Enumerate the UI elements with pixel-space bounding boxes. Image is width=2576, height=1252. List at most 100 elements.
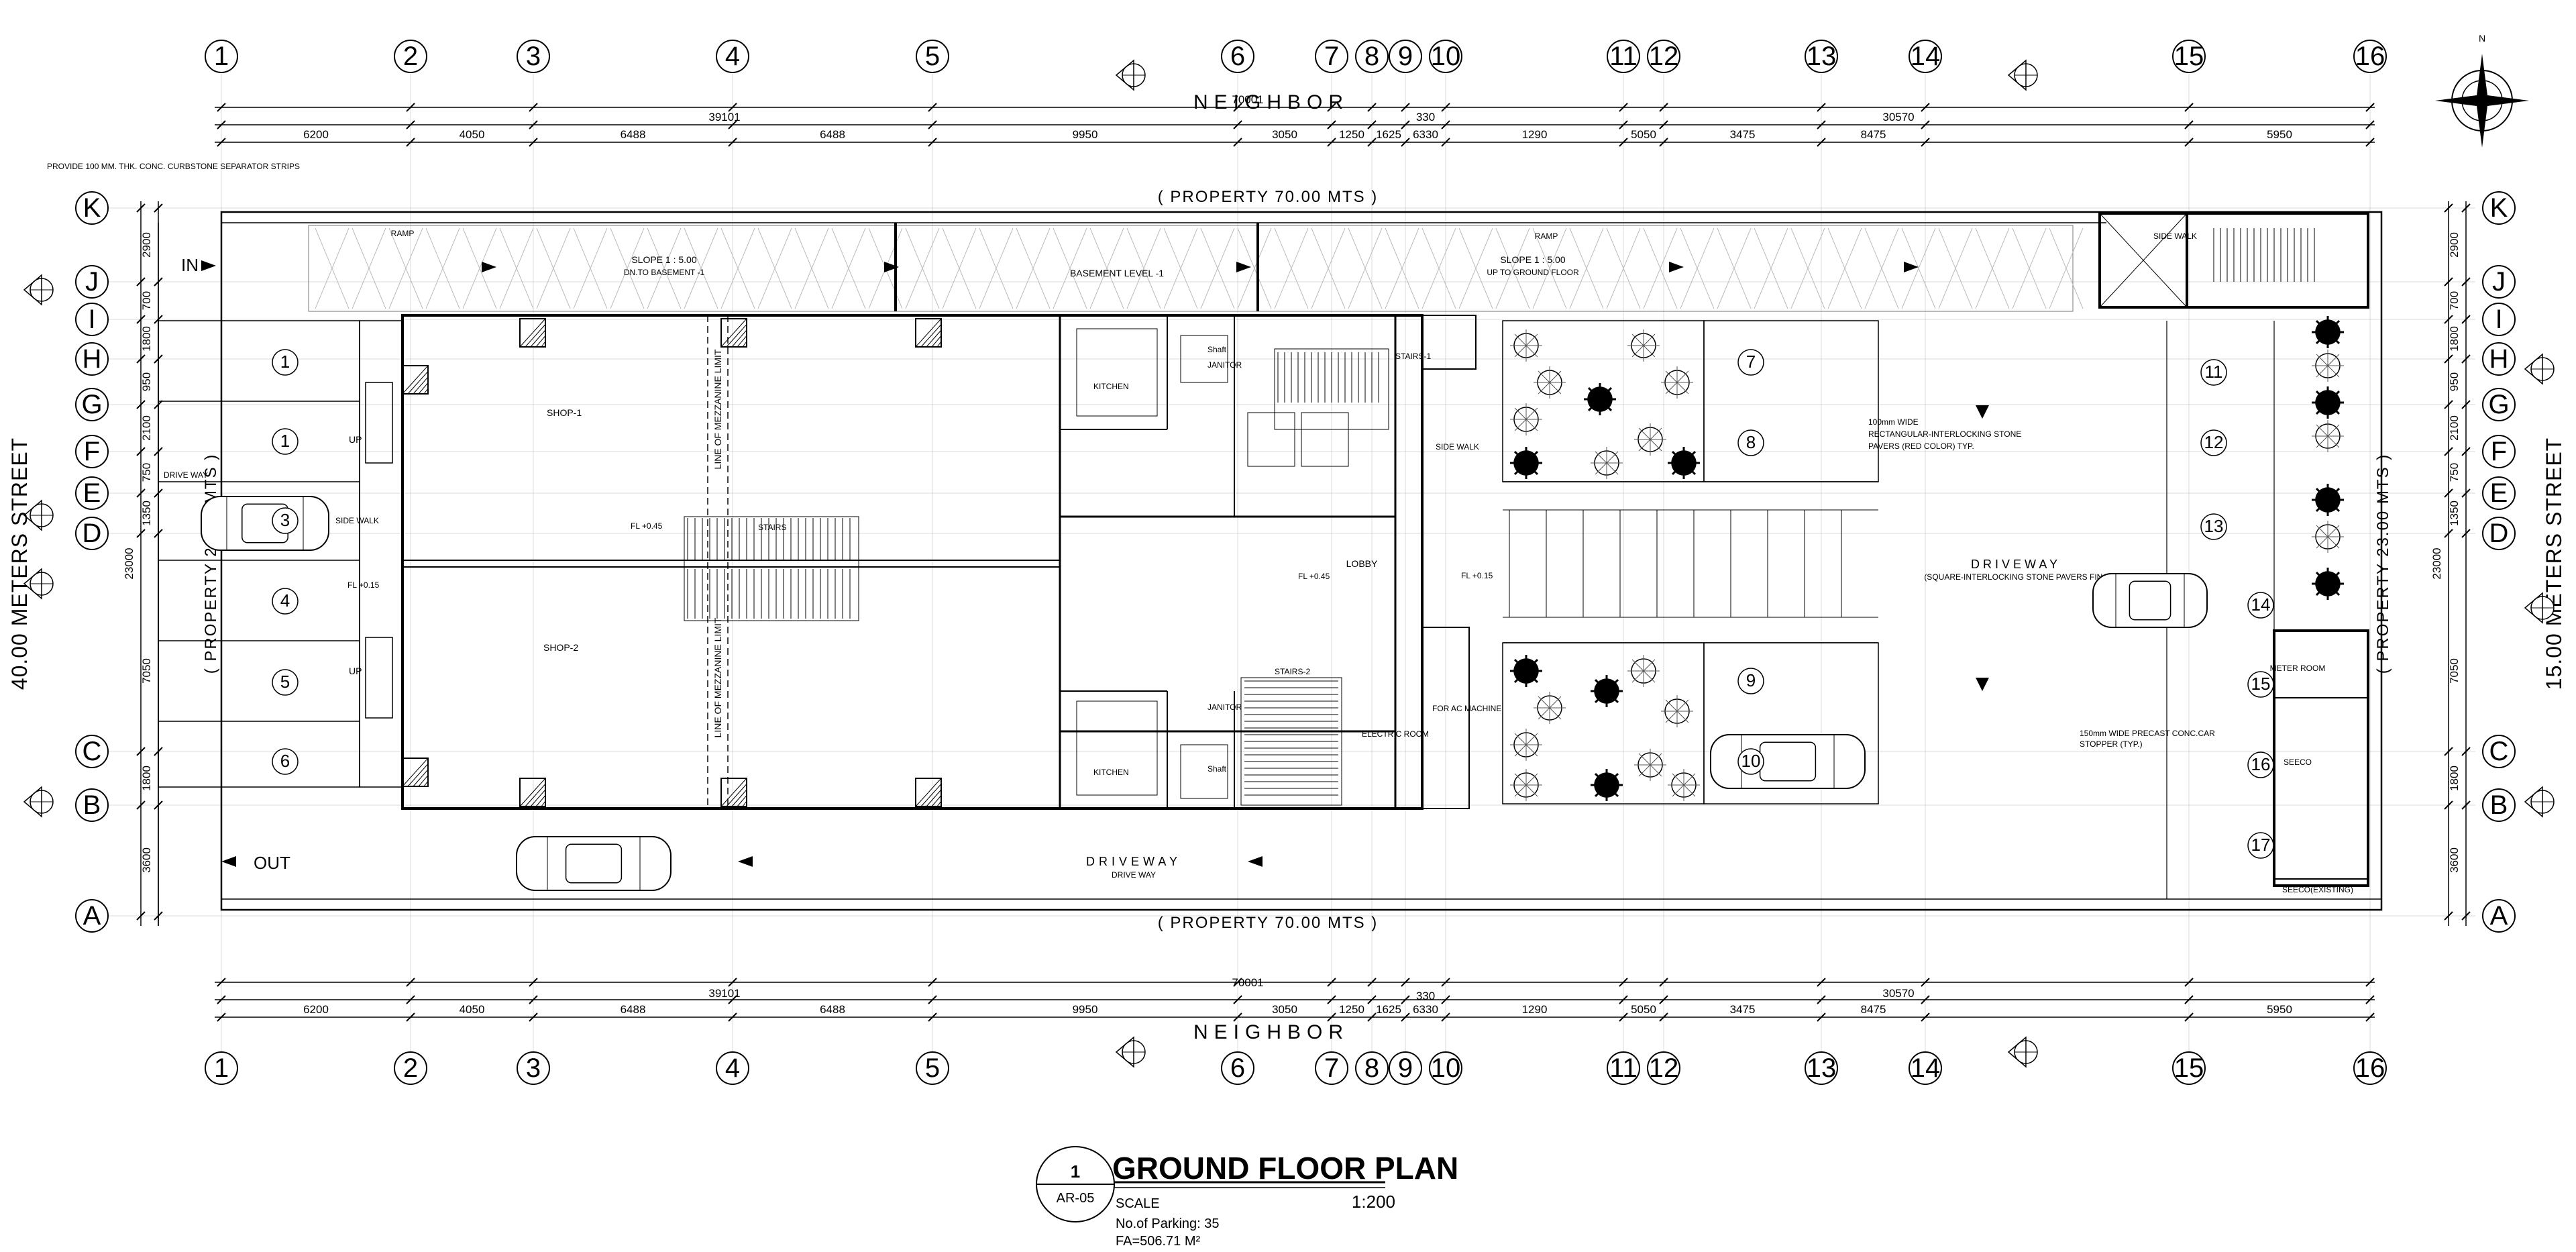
bay-dimension: 1290 (1522, 1003, 1548, 1016)
svg-text:I: I (88, 305, 95, 334)
bay-dimension: 3475 (1730, 1003, 1756, 1016)
bay-dimension: 1290 (1522, 128, 1548, 141)
column-symbol (720, 778, 747, 807)
svg-text:8: 8 (1746, 432, 1756, 452)
street-label-right: 15.00 METERS STREET (2542, 437, 2566, 690)
svg-text:1: 1 (280, 431, 290, 451)
parking-number: 1 (272, 349, 299, 376)
mezzanine-label-bottom: LINE OF MEZZANINE LIMIT (712, 617, 723, 737)
slope-right-sub: UP TO GROUND FLOOR (1487, 268, 1579, 277)
parking-number: 9 (1737, 668, 1764, 694)
grid-bubble: I (75, 303, 109, 336)
bay-dimension: 4050 (460, 1003, 485, 1016)
seeco-existing-label: SEECO(EXISTING) (2282, 885, 2353, 894)
grid-bubble: 7 (1315, 1051, 1348, 1085)
right-total-dimension-top: 30570 (1882, 111, 1914, 123)
car-icon (2092, 573, 2208, 628)
grid-bubble: 13 (1805, 1051, 1838, 1085)
level-label-1: FL +0.45 (631, 521, 663, 531)
svg-text:14: 14 (1911, 42, 1941, 71)
svg-text:16: 16 (2355, 1053, 2385, 1083)
side-walk-label-right: SIDE WALK (2153, 231, 2197, 241)
row-dimension: 23000 (2430, 547, 2443, 579)
grid-bubble: 14 (1909, 40, 1942, 73)
traffic-arrows (201, 260, 1989, 867)
ramp-label-right: RAMP (1535, 231, 1558, 241)
driveway-right-label: DRIVEWAY (1971, 558, 2061, 571)
grid-bubble: H (2482, 342, 2516, 376)
side-walk-label-left: SIDE WALK (335, 516, 379, 525)
svg-text:8: 8 (1364, 1053, 1379, 1083)
sheet-number: 1 (1071, 1161, 1080, 1182)
section-marker-icon (2007, 1036, 2038, 1068)
tree-icon (1534, 366, 1566, 399)
tree-icon (2312, 316, 2344, 348)
section-marker-icon (1115, 59, 1146, 91)
parking-number: 12 (2200, 429, 2227, 456)
bay-dimension: 1250 (1339, 1003, 1364, 1016)
bay-dimension: 9950 (1073, 128, 1098, 141)
svg-text:3: 3 (526, 42, 541, 71)
dimension-ticks (136, 103, 2471, 1022)
column-symbol (915, 318, 942, 348)
north-arrow-icon: N (2435, 33, 2529, 148)
svg-text:J: J (85, 267, 99, 297)
tree-icon (2312, 568, 2344, 600)
svg-text:14: 14 (1911, 1053, 1941, 1083)
landscape-courtyard (1502, 320, 1879, 804)
grid-bubble: 4 (716, 40, 749, 73)
parking-number: 11 (2200, 359, 2227, 386)
car-icon (201, 496, 329, 551)
grid-bubble: 6 (1221, 1051, 1254, 1085)
tree-icon (1627, 329, 1660, 362)
basement-label: BASEMENT LEVEL -1 (1070, 268, 1164, 278)
grid-bubble: 10 (1429, 1051, 1462, 1085)
grid-bubble: 15 (2172, 40, 2206, 73)
bay-dimension: 4050 (460, 128, 485, 141)
svg-text:12: 12 (1649, 1053, 1679, 1083)
paver-note-2: RECTANGULAR-INTERLOCKING STONE (1868, 429, 2021, 439)
row-dimension: 1800 (2448, 326, 2461, 352)
svg-text:11: 11 (1609, 1053, 1638, 1083)
shop2-label: SHOP-2 (543, 642, 578, 653)
row-dimensions-right: 2900700180095021007501350230007050180036… (2430, 232, 2461, 873)
grid-bubble: 11 (1607, 1051, 1640, 1085)
parking-number: 8 (1737, 429, 1764, 456)
tree-symbols (1510, 316, 2344, 801)
left-total-dimension-bottom: 39101 (708, 987, 740, 1000)
parking-number: 15 (2247, 671, 2274, 698)
stopper-note-2: STOPPER (TYP.) (2080, 739, 2143, 749)
grid-bubble: E (2482, 476, 2516, 510)
row-dimension: 2900 (2448, 232, 2461, 258)
svg-text:7: 7 (1324, 42, 1339, 71)
parking-number: 17 (2247, 832, 2274, 859)
sheet-reference: AR-05 (1057, 1191, 1095, 1206)
svg-text:2: 2 (403, 1053, 418, 1083)
tree-icon (1591, 769, 1623, 801)
svg-text:7: 7 (1746, 352, 1756, 372)
grid-bubble: B (2482, 788, 2516, 822)
grid-bubble: 12 (1647, 1051, 1680, 1085)
janitor-label-bottom: JANITOR (1208, 702, 1242, 712)
row-dimension: 1800 (140, 326, 153, 352)
svg-text:H: H (83, 344, 102, 374)
kitchen-label-top: KITCHEN (1093, 382, 1129, 391)
svg-text:B: B (83, 790, 101, 820)
ac-machine-label: FOR AC MACHINE (1432, 704, 1501, 713)
column-symbol (402, 758, 429, 787)
grid-bubble: 16 (2353, 40, 2387, 73)
svg-text:13: 13 (1807, 42, 1837, 71)
section-marker-icon (1115, 1036, 1146, 1068)
svg-text:12: 12 (1649, 42, 1679, 71)
stairs-label: STAIRS (758, 523, 786, 532)
grid-bubble: J (75, 265, 109, 299)
section-marker-icon (23, 499, 54, 531)
service-cores (1076, 328, 1389, 806)
svg-text:B: B (2490, 790, 2508, 820)
svg-text:F: F (2491, 437, 2507, 466)
svg-text:D: D (83, 519, 102, 548)
svg-text:13: 13 (1807, 1053, 1837, 1083)
